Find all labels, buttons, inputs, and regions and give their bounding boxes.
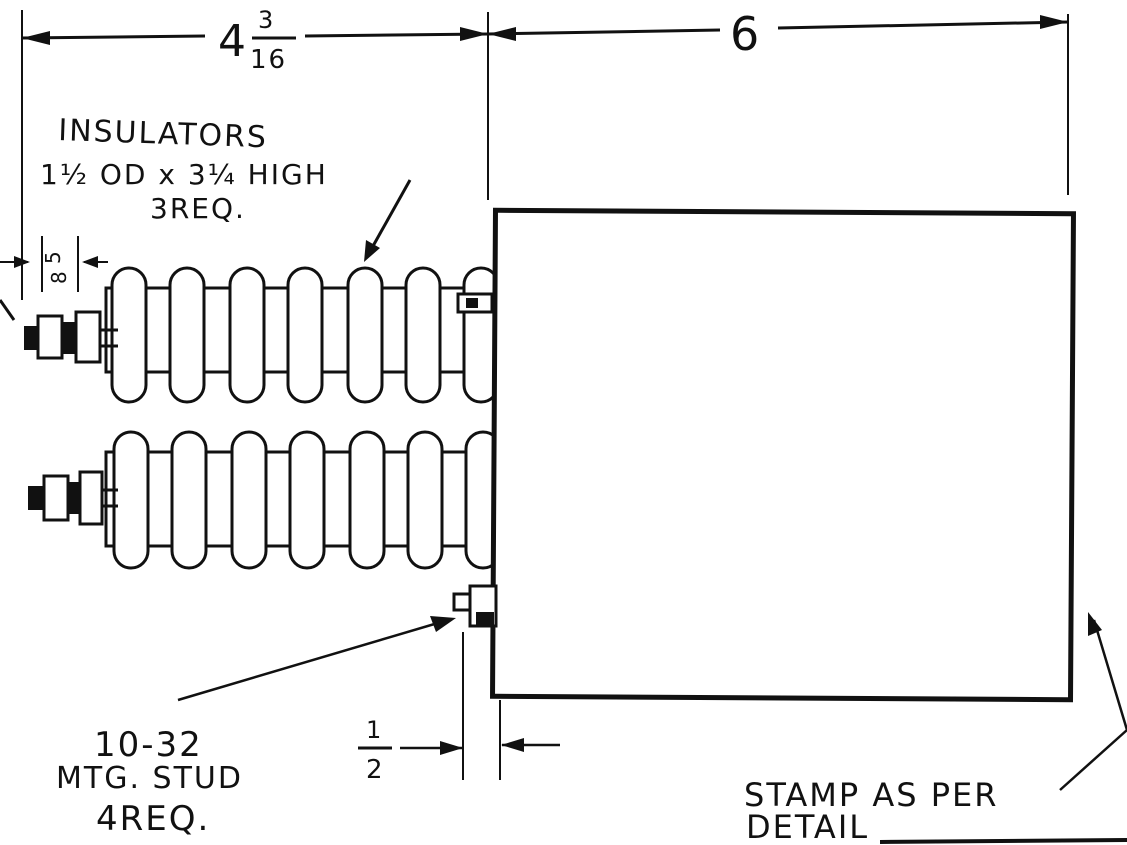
stamp-line1: STAMP AS PER — [744, 776, 998, 814]
insulators-title: INSULATORS — [58, 113, 269, 155]
insulator-shed — [170, 430, 208, 570]
insulator-shed — [406, 430, 444, 570]
insulator-shed — [348, 430, 386, 570]
insulator-shed — [346, 266, 384, 404]
insulator-note: INSULATORS 1½ OD x 3¼ HIGH 3REQ. — [40, 113, 412, 262]
dimension-gap: 1 2 — [358, 632, 560, 785]
stud-size: 10-32 — [94, 725, 203, 765]
dimension-width-insulator: 4 3 16 — [21, 6, 489, 300]
dim-gap-num: 1 — [366, 716, 383, 744]
insulator-shed — [228, 266, 266, 404]
insulator-lower — [28, 430, 502, 570]
dim-width-den: 16 — [250, 45, 287, 75]
dimension-shed: 5 8 — [0, 236, 108, 321]
capacitor-box — [490, 207, 1076, 703]
insulators-qty: 3REQ. — [150, 192, 246, 225]
insulator-shed — [112, 430, 150, 570]
dim-shed-den: 8 — [47, 269, 71, 284]
insulators-spec: 1½ OD x 3¼ HIGH — [40, 158, 328, 191]
insulator-shed — [168, 266, 206, 404]
stamp-note: STAMP AS PER DETAIL — [744, 612, 1127, 845]
dim-width-num: 3 — [258, 6, 275, 34]
insulator-shed — [404, 266, 442, 404]
dim-gap-den: 2 — [366, 755, 385, 785]
insulator-shed — [286, 266, 324, 404]
dim-shed-num: 5 — [41, 249, 65, 264]
dim-width-whole: 4 — [218, 16, 248, 67]
insulator-upper — [24, 266, 500, 404]
stud-name: MTG. STUD — [56, 761, 243, 796]
insulator-shed — [110, 266, 148, 404]
dim-box-width: 6 — [730, 7, 761, 61]
insulator-shed — [230, 430, 268, 570]
insulator-shed — [288, 430, 326, 570]
stamp-line2: DETAIL — [746, 808, 869, 845]
dimension-width-box: 6 — [487, 7, 1069, 195]
stud-qty: 4REQ. — [96, 799, 210, 839]
mounting-stud — [452, 584, 498, 628]
stud-note: 10-32 MTG. STUD 4REQ. — [56, 616, 456, 839]
